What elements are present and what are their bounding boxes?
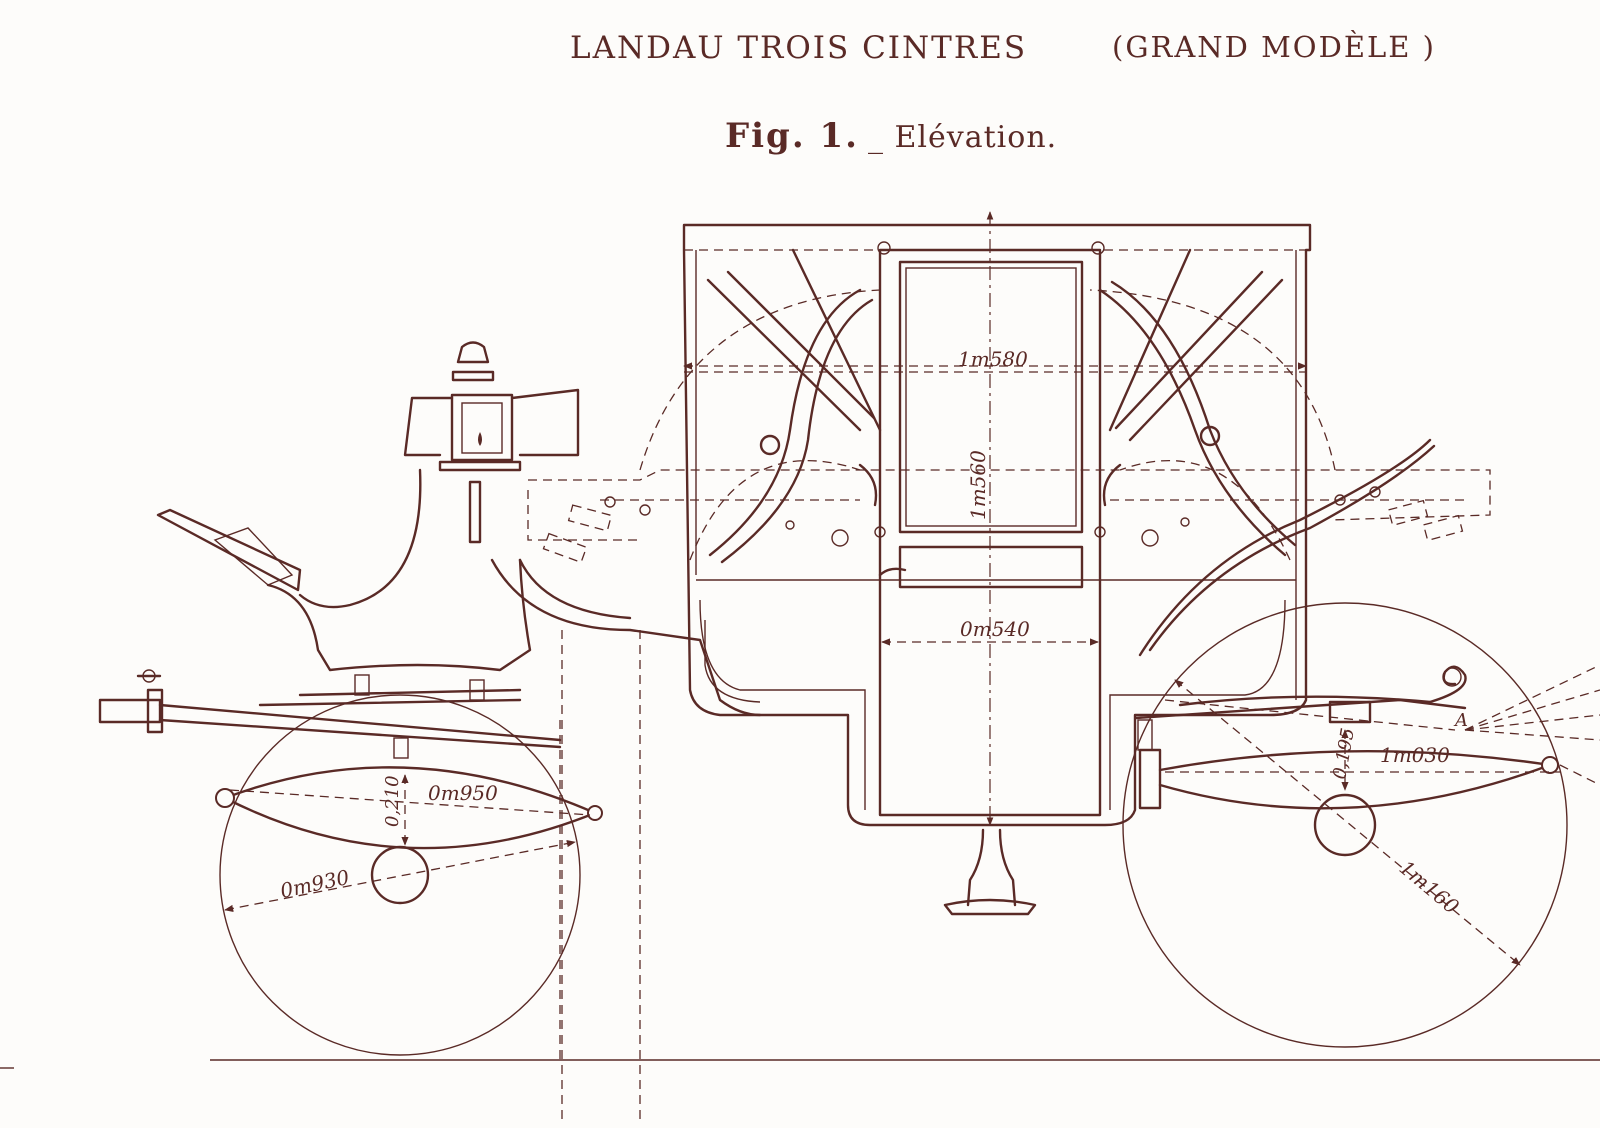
dim-door-height: 1m560 <box>966 450 990 520</box>
hood-construction-arcs <box>639 249 1336 561</box>
dimension-lines <box>229 211 1560 846</box>
dim-rear-wheel-diameter: 1m160 <box>1395 855 1464 918</box>
point-label-a: A <box>1453 710 1468 731</box>
rear-undercarriage <box>1134 665 1467 810</box>
dim-rear-spring-height: 0,195 <box>1329 726 1359 780</box>
plate-title: LANDAU TROIS CINTRES <box>570 30 1028 66</box>
coach-lamp <box>403 341 580 544</box>
dim-body-width-top: 1m580 <box>958 347 1028 371</box>
dim-rear-spring-length: 1m030 <box>1380 743 1450 767</box>
figure-number: Fig. 1. <box>725 116 859 156</box>
front-wheel <box>219 694 581 1060</box>
rear-projection-rays <box>1464 664 1600 786</box>
carriage-body <box>682 223 1312 827</box>
step <box>943 828 1037 916</box>
dim-front-wheel-diameter: 0m930 <box>278 865 352 903</box>
hood-struts <box>706 248 1297 564</box>
lowered-hood-outline <box>527 469 1491 564</box>
front-spring <box>215 766 603 850</box>
dim-front-spring-length: 0m950 <box>428 781 498 805</box>
dim-door-width: 0m540 <box>960 617 1030 641</box>
coachman-seat <box>156 468 762 717</box>
figure-caption: _ Elévation. <box>868 120 1058 155</box>
front-undercarriage <box>98 669 562 759</box>
plate-subtitle: (GRAND MODÈLE ) <box>1112 30 1436 64</box>
rear-wheel <box>1122 602 1568 1048</box>
dim-front-spring-height: 0,210 <box>382 775 403 827</box>
whip <box>1138 438 1436 657</box>
